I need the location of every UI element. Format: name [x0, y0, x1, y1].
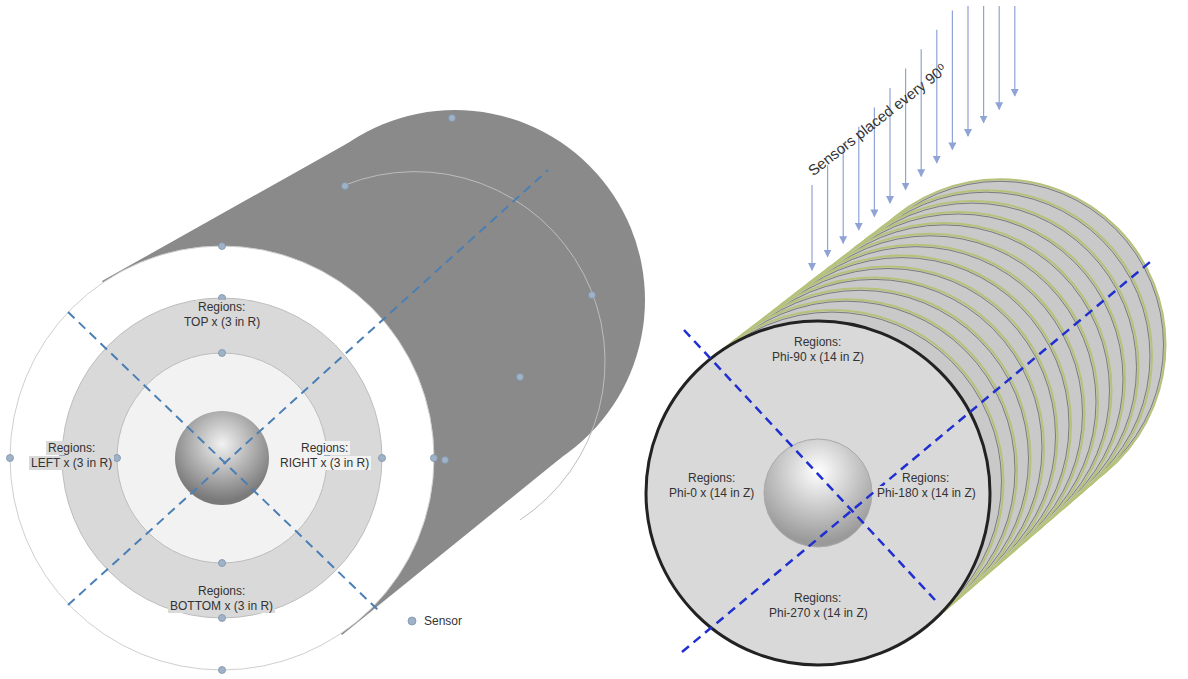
left-cylinder	[7, 110, 646, 674]
sensor-arrow	[905, 69, 906, 190]
region-label: Regions:	[196, 584, 247, 598]
region-label: LEFT x (3 in R)	[29, 456, 114, 470]
region-label: Phi-90 x (14 in Z)	[770, 350, 866, 364]
region-label: Regions:	[792, 591, 843, 605]
region-label: Regions:	[900, 471, 951, 485]
legend-text: Sensor	[424, 614, 462, 628]
region-label: Phi-0 x (14 in Z)	[667, 486, 756, 500]
region-label: Regions:	[46, 441, 97, 455]
sensor-note: Sensors placed every 90⁰	[805, 61, 952, 180]
region-label: Regions:	[686, 471, 737, 485]
region-label: Phi-270 x (14 in Z)	[767, 606, 870, 620]
sensor-arrow	[827, 166, 828, 257]
region-label: Regions:	[299, 441, 350, 455]
sensor-arrow	[936, 30, 937, 163]
sensor-arrow	[952, 10, 953, 149]
sensor-arrow	[921, 49, 922, 176]
region-label: Phi-180 x (14 in Z)	[875, 486, 978, 500]
region-label: RIGHT x (3 in R)	[278, 456, 371, 470]
sensor-arrow	[967, 6, 968, 136]
right-front-face	[646, 262, 1150, 665]
region-label: Regions:	[196, 300, 247, 314]
sensor-arrow	[811, 185, 812, 270]
sensor-arrow	[999, 6, 1000, 109]
sensor-arrow	[843, 146, 844, 243]
sensor-dots	[7, 115, 596, 674]
sensor-arrow	[983, 6, 984, 123]
region-label: Regions:	[792, 335, 843, 349]
region-label: BOTTOM x (3 in R)	[168, 599, 275, 613]
region-label: TOP x (3 in R)	[182, 315, 262, 329]
sensor-arrow	[1014, 6, 1015, 96]
